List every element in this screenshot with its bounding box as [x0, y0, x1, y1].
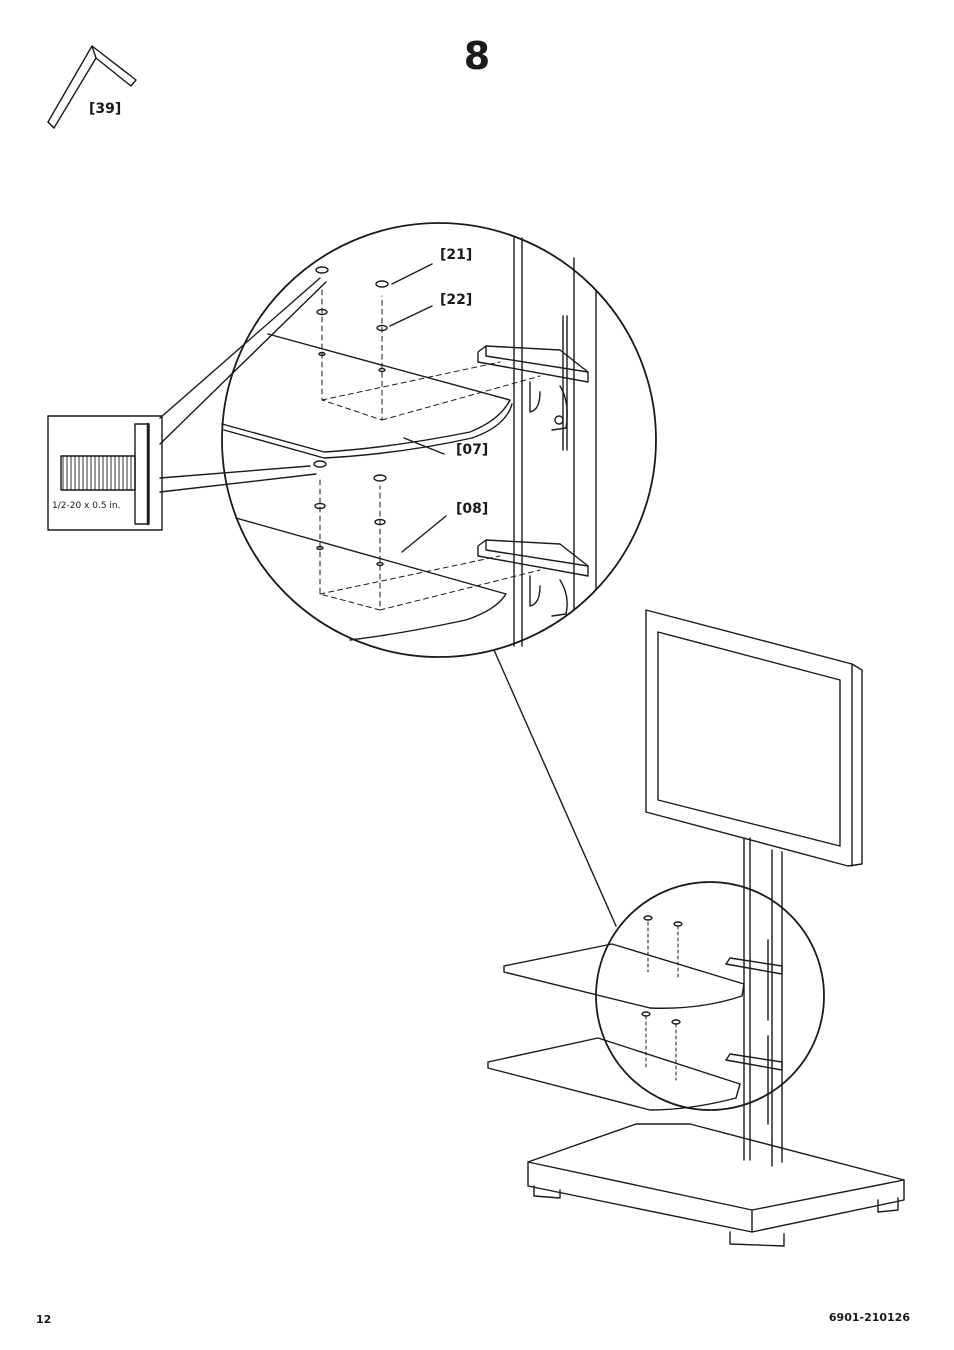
document-code: 6901-210126: [829, 1311, 910, 1324]
callout-07: [07]: [456, 442, 488, 458]
step-number: 8: [0, 34, 954, 78]
tv-screen: [646, 610, 862, 866]
page-number: 12: [36, 1313, 51, 1326]
callout-21: [21]: [440, 247, 472, 263]
callout-08: [08]: [456, 501, 488, 517]
bolt-thread-icon: [63, 456, 131, 490]
bolt-detail-inset: [48, 416, 162, 530]
tool-label: [39]: [89, 101, 121, 117]
callout-22: [22]: [440, 292, 472, 308]
bolt-spec: 1/2-20 x 0.5 in.: [52, 501, 162, 511]
